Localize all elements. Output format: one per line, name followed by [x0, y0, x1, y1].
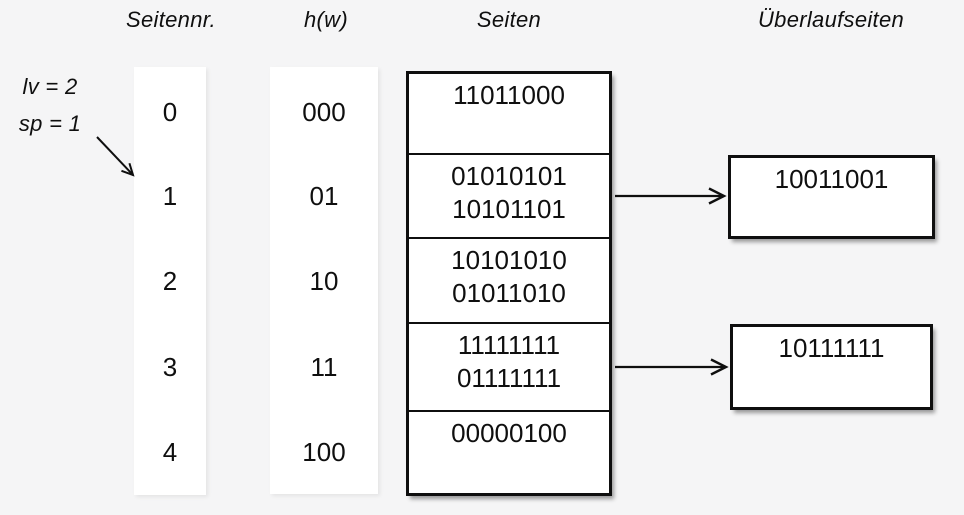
hash-value-3: 11 [310, 352, 338, 382]
bucket-entry: 11111111 [457, 330, 561, 360]
state-label: lv = 2 sp = 1 [4, 68, 96, 142]
hash-column [270, 67, 378, 494]
hash-value-0: 000 [302, 97, 346, 127]
bucket-entry: 00000100 [451, 418, 567, 448]
page-bucket-2: 10101010 01011010 [409, 239, 609, 324]
overflow-page-box-row3: 10111111 [730, 324, 933, 410]
hash-value-1: 01 [309, 181, 339, 211]
bucket-entry: 01111111 [456, 363, 562, 393]
bucket-entry: 01011010 [452, 278, 566, 308]
header-page-number: Seitennr. [126, 7, 216, 32]
page-number-1: 1 [162, 181, 178, 211]
page-bucket-3: 11111111 01111111 [409, 324, 609, 412]
page-number-0: 0 [162, 97, 178, 127]
bucket-entry: 10101010 [451, 245, 567, 275]
state-label-lv: lv = 2 [22, 74, 78, 99]
header-overflow-pages: Überlaufseiten [757, 7, 905, 32]
page-bucket-4: 00000100 [409, 412, 609, 493]
overflow-page-box-row1: 10011001 [728, 155, 935, 239]
bucket-entry: 01010101 [451, 161, 567, 191]
state-label-sp: sp = 1 [18, 111, 82, 136]
page-bucket-1: 01010101 10101101 [409, 155, 609, 239]
bucket-entry: 11011000 [453, 80, 565, 110]
bucket-entry: 10101101 [452, 194, 566, 224]
hash-value-2: 10 [309, 266, 339, 296]
header-hash-function: h(w) [304, 7, 348, 32]
page-number-3: 3 [162, 352, 178, 382]
hash-value-4: 100 [302, 437, 346, 467]
page-number-column [134, 67, 206, 495]
page-number-2: 2 [162, 266, 178, 296]
overflow-entry: 10111111 [778, 333, 885, 363]
state-pointer-arrow [96, 136, 135, 177]
header-pages: Seiten [476, 7, 542, 32]
page-bucket-0: 11011000 [409, 74, 609, 155]
overflow-entry: 10011001 [774, 164, 889, 194]
pages-table: 11011000 01010101 10101101 10101010 0101… [406, 71, 612, 496]
page-number-4: 4 [162, 437, 178, 467]
